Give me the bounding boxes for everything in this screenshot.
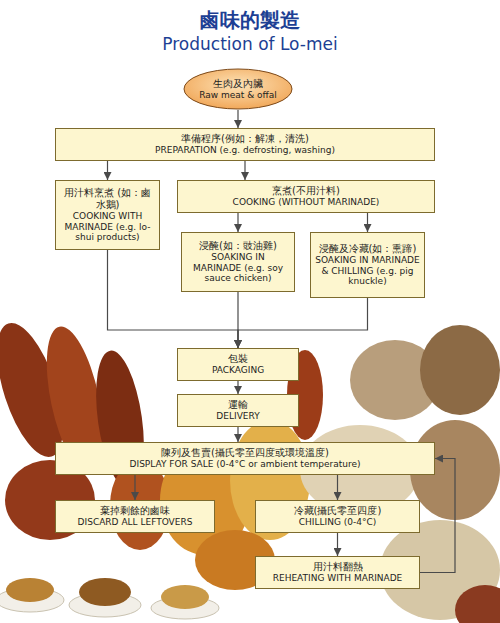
process-box: 棄掉剩餘的鹵味DISCARD ALL LEFTOVERS [55,500,215,533]
process-box: 用汁料烹煮 (如：鹵水鵝)COOKING WITH MARINADE (e.g.… [55,180,160,250]
english-label: SOAKING IN MARINADE (e.g. soy sauce chic… [186,252,290,284]
flow-arrow [337,533,338,556]
flow-arrow [107,161,108,180]
plates [0,578,219,619]
flow-arrow [367,213,368,232]
flow-arrow [244,161,245,180]
english-label: PREPARATION (e.g. defrosting, washing) [60,145,430,156]
flow-arrow [420,459,455,573]
flow-arrow [237,381,238,394]
process-box: 包裝PACKAGING [177,348,299,381]
flow-arrow [337,475,338,500]
chinese-label: 生肉及內臟 [195,78,281,90]
english-label: DISCARD ALL LEFTOVERS [60,517,210,528]
process-box: 浸醃(如：豉油雞)SOAKING IN MARINADE (e.g. soy s… [181,232,295,292]
english-label: Raw meat & offal [195,90,281,101]
flow-arrow [134,475,135,500]
chinese-label: 運輸 [182,399,294,411]
english-label: REHEATING WITH MARINADE [260,573,415,584]
flow-arrow [237,110,238,128]
english-label: COOKING (WITHOUT MARINADE) [182,197,430,208]
chinese-label: 陳列及售賣(攝氏零至四度或環境溫度) [60,447,430,459]
chinese-label: 浸醃(如：豉油雞) [186,240,290,252]
english-label: COOKING WITH MARINADE (e.g. lo-shui prod… [60,211,155,243]
subtitle: Production of Lo-mei [0,34,500,54]
process-box: 冷藏(攝氏零至四度)CHILLING (0-4°C) [255,500,420,533]
ellipse-outline [183,68,293,110]
english-label: SOAKING IN MARINADE & CHILLING (e.g. pig… [315,255,420,287]
flow-arrow [238,298,368,348]
chinese-label: 用汁料翻熱 [260,561,415,573]
chinese-label: 包裝 [182,353,294,365]
chinese-label: 烹煮(不用汁料) [182,185,430,197]
start-ellipse: 生肉及內臟Raw meat & offal [183,68,293,110]
title: 鹵味的製造 [0,8,500,32]
flow-arrow [237,213,238,232]
english-label: DISPLAY FOR SALE (0-4°C or ambient tempe… [60,459,430,470]
process-box: 用汁料翻熱REHEATING WITH MARINADE [255,556,420,589]
english-label: CHILLING (0-4°C) [260,517,415,528]
process-box: 浸醃及冷藏(如：熏蹄)SOAKING IN MARINADE & CHILLIN… [310,232,425,298]
process-box: 陳列及售賣(攝氏零至四度或環境溫度)DISPLAY FOR SALE (0-4°… [55,442,435,475]
chinese-label: 冷藏(攝氏零至四度) [260,505,415,517]
chinese-label: 準備程序(例如：解凍，清洗) [60,133,430,145]
chinese-label: 用汁料烹煮 (如：鹵水鵝) [60,187,155,211]
flow-arrow [237,427,238,442]
process-box: 準備程序(例如：解凍，清洗)PREPARATION (e.g. defrosti… [55,128,435,161]
english-label: PACKAGING [182,365,294,376]
chinese-label: 棄掉剩餘的鹵味 [60,505,210,517]
process-box: 運輸DELIVERY [177,394,299,427]
english-label: DELIVERY [182,411,294,422]
process-box: 烹煮(不用汁料)COOKING (WITHOUT MARINADE) [177,180,435,213]
chinese-label: 浸醃及冷藏(如：熏蹄) [315,243,420,255]
ellipse-shape [184,69,292,109]
